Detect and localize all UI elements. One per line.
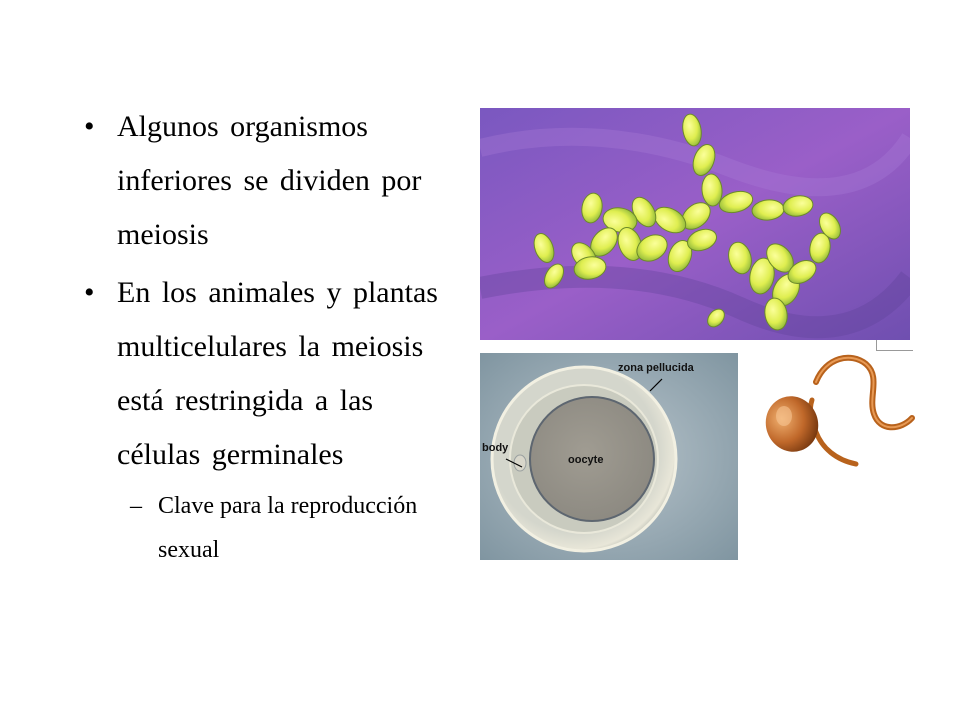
oocyte-micrograph-image: zona pellucida body oocyte [480,353,738,560]
oocyte-label: oocyte [568,454,603,466]
scale-bar [876,340,913,351]
sub-bullet-marker: – [130,493,142,519]
sub-bullet-item: – Clave para la reproducción sexual [130,484,454,572]
bacteria-micrograph-image [480,108,910,340]
sub-bullet-text: Clave para la reproducción sexual [158,493,418,563]
bullet-item: • Algunos organismos inferiores se divid… [84,100,454,262]
bullet-item: • En los animales y plantas multicelular… [84,266,454,482]
bullet-marker: • [84,110,95,143]
bullet-marker: • [84,276,95,309]
polar-body-label: body [482,442,509,454]
zona-pellucida-label: zona pellucida [618,362,695,374]
bullet-text: Algunos organismos inferiores se dividen… [117,110,422,251]
sperm-image [756,352,916,470]
bullet-text: En los animales y plantas multicelulares… [117,276,438,471]
bullet-list: • Algunos organismos inferiores se divid… [84,100,454,572]
